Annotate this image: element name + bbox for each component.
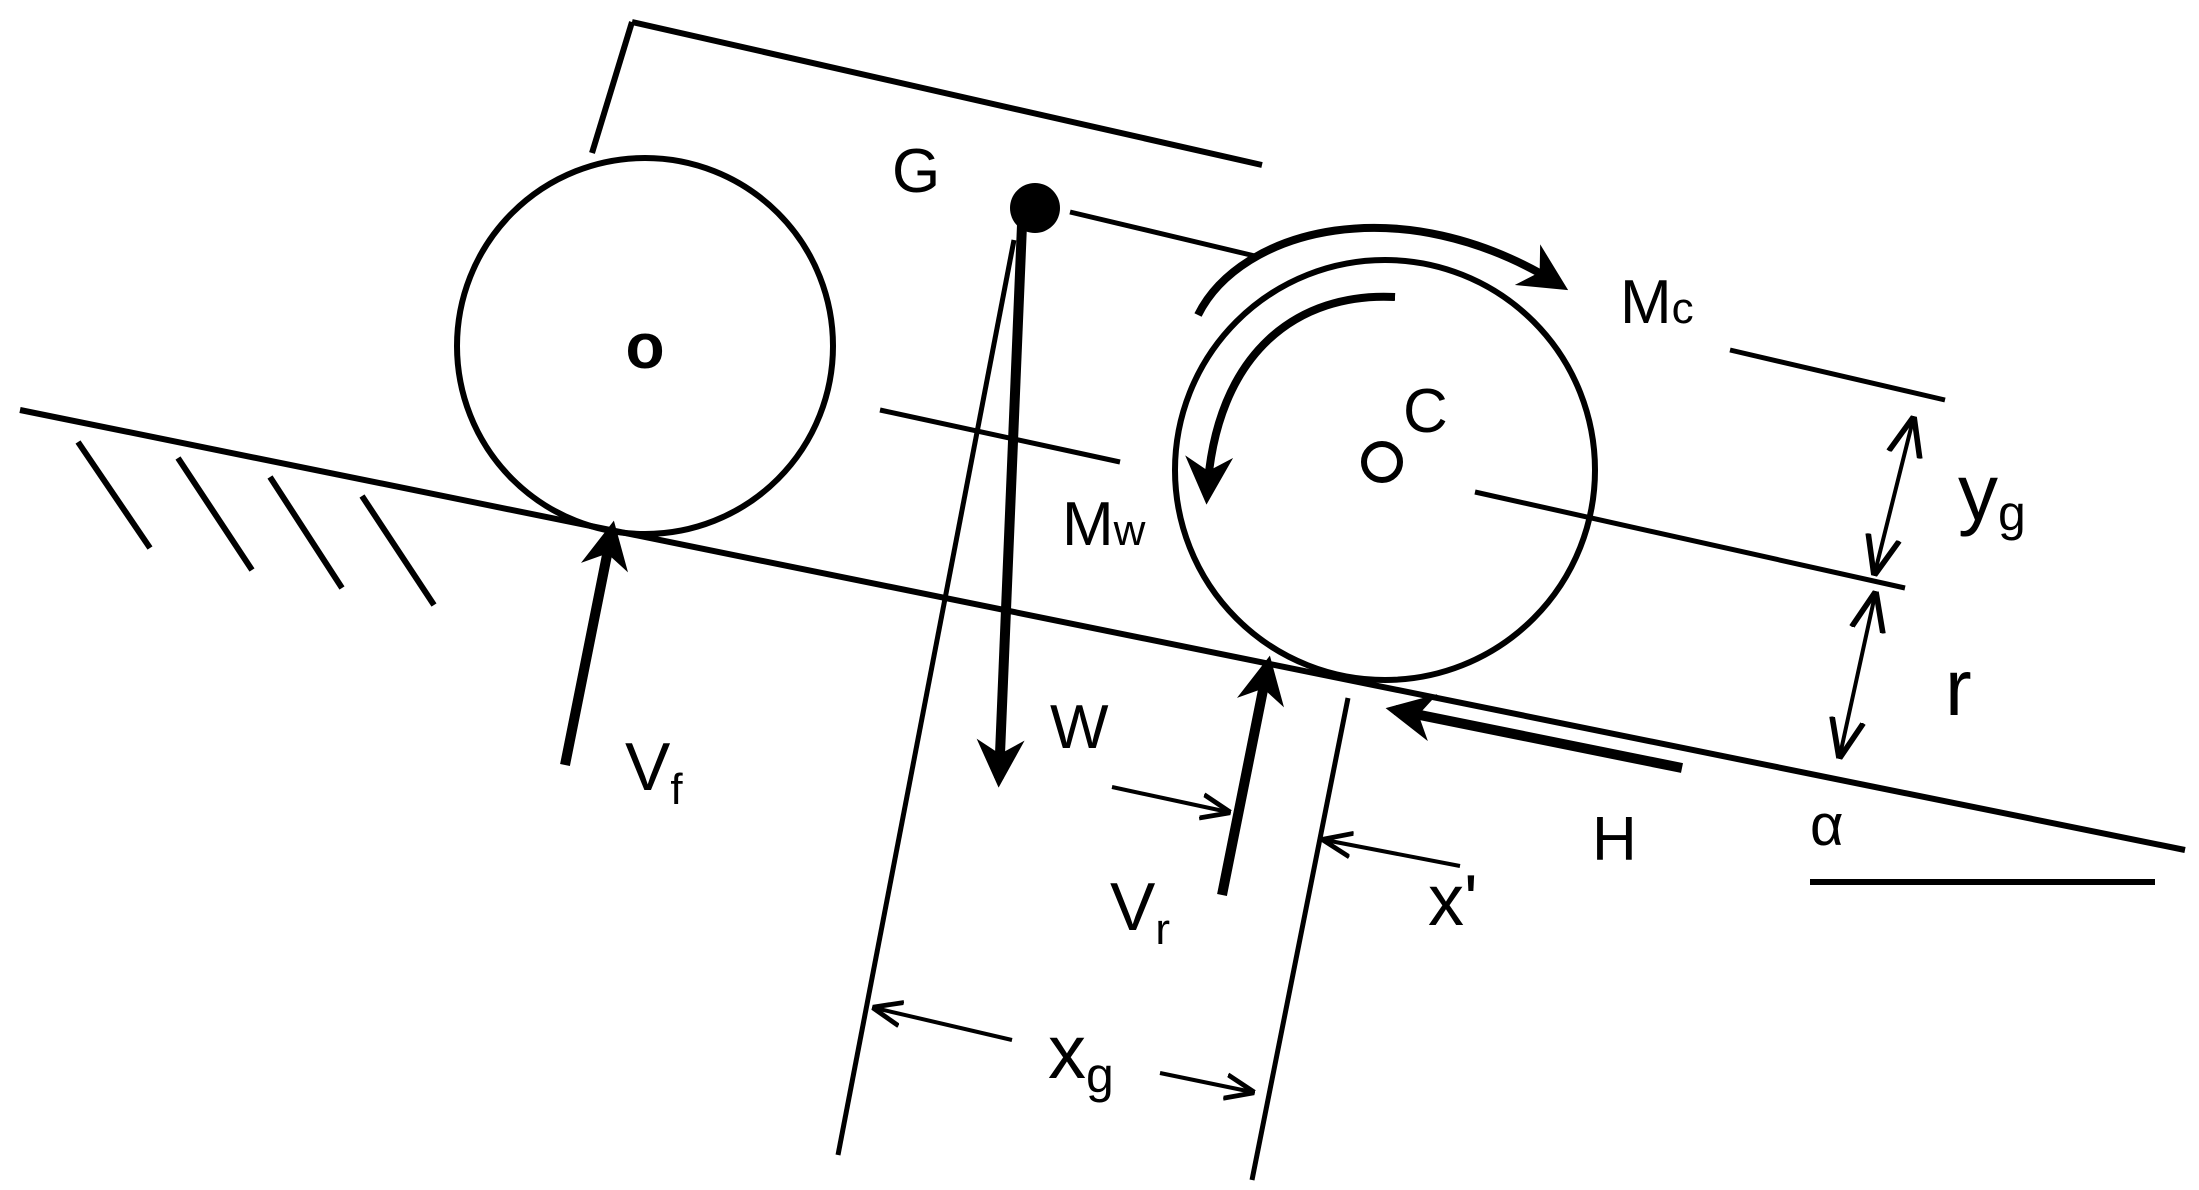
h-arrow: [1385, 694, 1683, 773]
label-alpha: α: [1810, 793, 1844, 858]
moment-mc-arc: [1194, 223, 1569, 317]
xg-arrow-left: [875, 1008, 1013, 1042]
front-wheel-center-label: o: [625, 310, 664, 382]
label-mc: Mc: [1620, 268, 1694, 337]
xprime-arrow-right: [1325, 840, 1461, 868]
vf-arrow: [560, 520, 629, 766]
weight-arrow: [976, 224, 1027, 788]
label-h: H: [1592, 805, 1637, 874]
ground-hatching: [75, 440, 437, 607]
xprime-arrow-left: [1111, 785, 1228, 812]
label-yg: yg: [1958, 448, 2026, 541]
body-outline: [589, 19, 1263, 168]
label-r: r: [1945, 643, 1972, 732]
moment-mw-arc: [1185, 292, 1396, 505]
yg-dimension-arrow: [1875, 420, 1913, 572]
label-mw: Mw: [1062, 490, 1146, 559]
reference-lines: [879, 209, 1946, 591]
label-g: G: [892, 137, 940, 206]
xg-arrow-right: [1159, 1071, 1252, 1092]
dimension-extension-lines: [835, 239, 1351, 1181]
label-w: W: [1050, 693, 1109, 762]
label-vf: Vf: [625, 729, 683, 814]
label-xprime: x': [1428, 861, 1478, 941]
rear-wheel-center: [1361, 441, 1403, 483]
center-of-gravity-dot: [1010, 183, 1060, 233]
rear-wheel: [1172, 257, 1598, 683]
front-wheel: [454, 155, 836, 537]
label-c: C: [1403, 377, 1448, 446]
vr-arrow: [1217, 655, 1285, 896]
label-vr: Vr: [1110, 869, 1170, 954]
r-dimension-arrow: [1840, 595, 1875, 755]
incline-line: [19, 407, 2186, 853]
label-xg: xg: [1048, 1010, 1114, 1103]
